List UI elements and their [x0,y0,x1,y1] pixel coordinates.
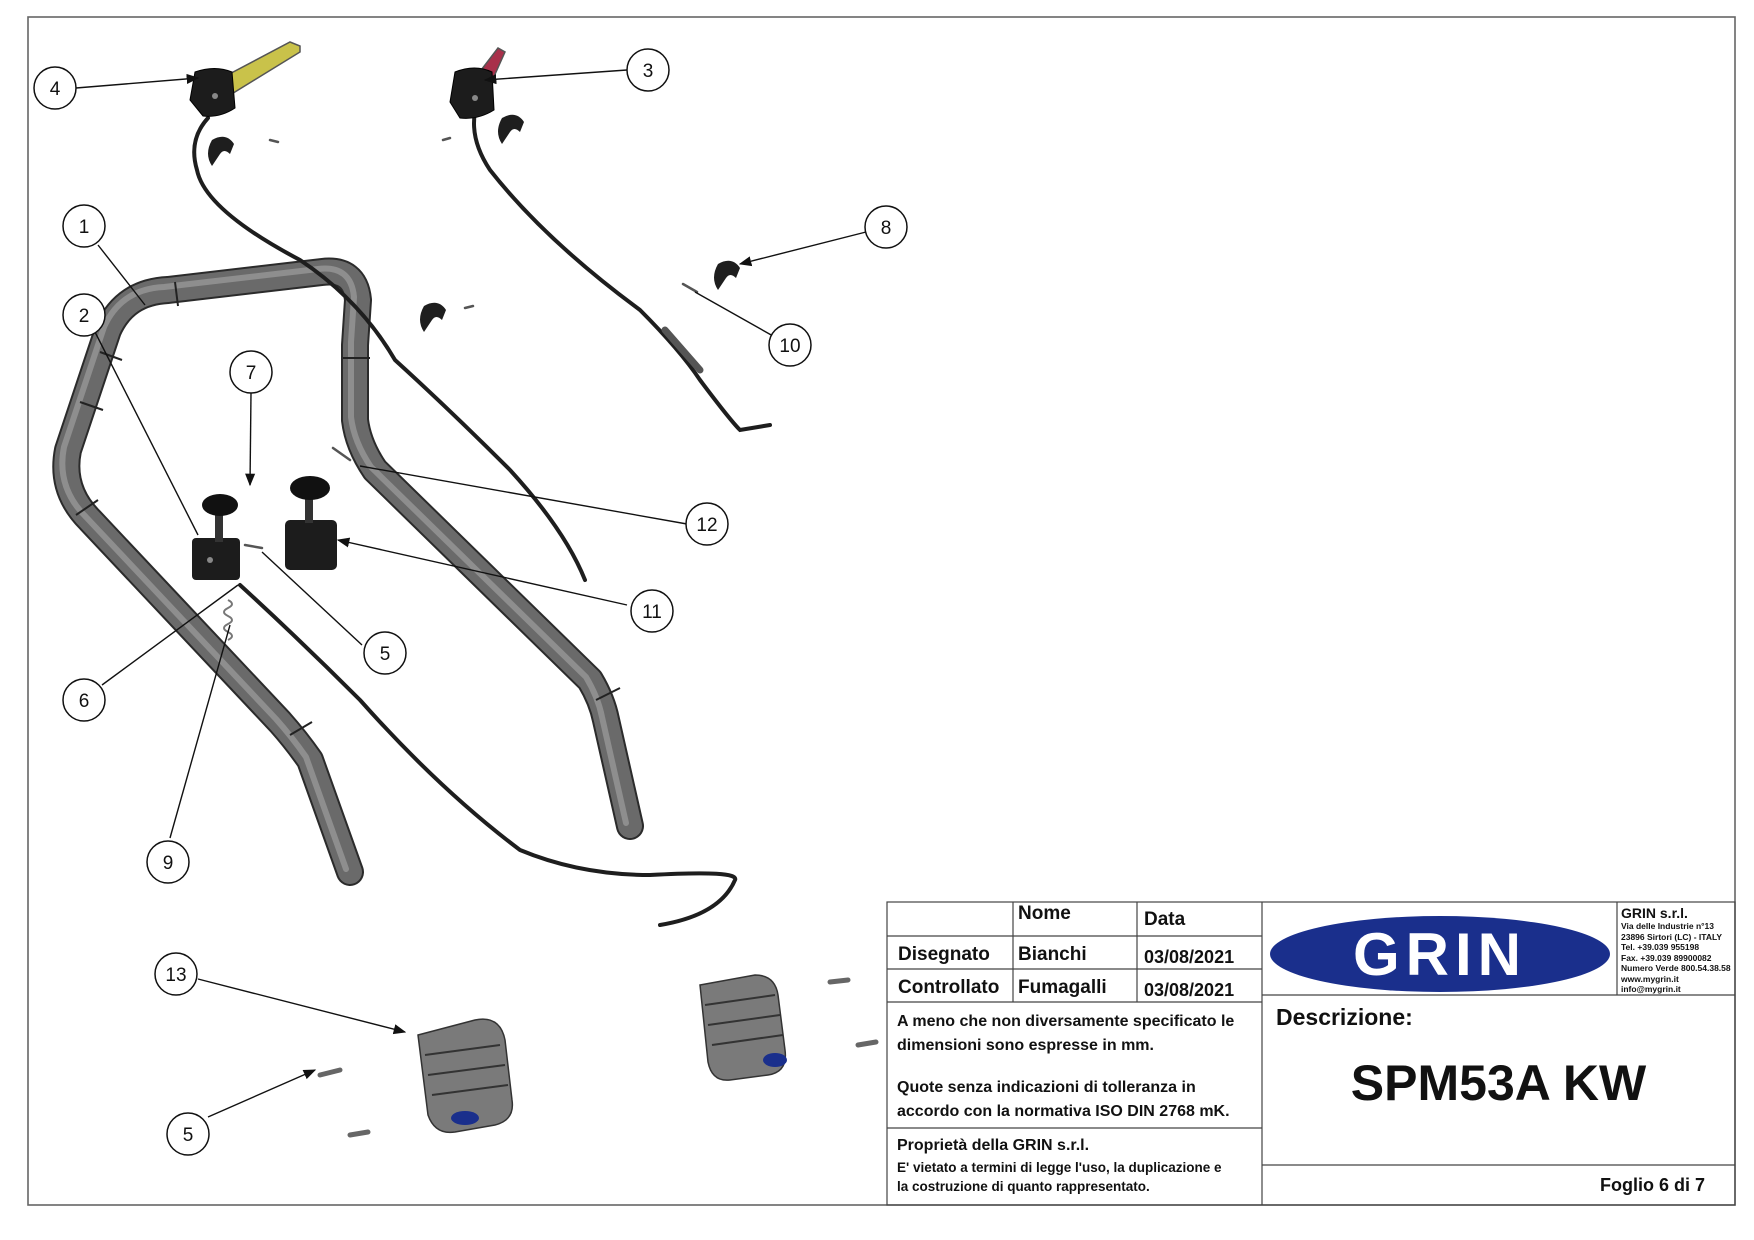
property-line1: E' vietato a termini di legge l'uso, la … [897,1160,1222,1175]
property-title: Proprietà della GRIN s.r.l. [897,1137,1090,1154]
note-tolerance: Quote senza indicazioni di tolleranza in… [897,1076,1262,1124]
company-name: GRIN s.r.l. [1621,905,1688,921]
callout-circle [62,678,106,722]
callout-circle [146,840,190,884]
company-web: www.mygrin.it [1621,973,1679,984]
callout-circle [62,204,106,248]
company-info: GRIN s.r.l. Via delle Industrie n°13 238… [1621,905,1735,995]
value-controllato-date: 03/08/2021 [1144,980,1235,1000]
callout-circle [62,293,106,337]
company-numero-verde: Numero Verde 800.54.38.58 [1621,963,1731,973]
title-block-frame [886,901,1736,1206]
company-fax: Fax. +39.039 89900082 [1621,952,1712,963]
callout-number: 1 [79,217,90,238]
note-tolerance-line2: accordo con la normativa ISO DIN 2768 mK… [897,1103,1230,1120]
descrizione-label: Descrizione: [1276,1004,1413,1030]
callout-number: 7 [246,363,257,384]
control-lever-red [449,47,506,119]
callout-number: 11 [642,602,662,623]
note-dimensions: A meno che non diversamente specificato … [897,1010,1262,1058]
callout-number: 9 [163,853,174,874]
callout-circle [363,631,407,675]
callout-number: 3 [643,61,654,82]
value-disegnato-date: 03/08/2021 [1144,947,1235,967]
knob-bracket-left [192,494,240,580]
company-email: info@mygrin.it [1621,984,1681,994]
callout-circle [768,323,812,367]
property-line2: la costruzione di quanto rappresentato. [897,1179,1150,1194]
callout-number: 6 [79,691,90,712]
handle-mount-bracket-left [417,1018,514,1134]
sheet-number: Foglio 6 di 7 [1600,1175,1706,1195]
callout-circle [229,350,273,394]
control-lever-yellow [189,41,301,117]
small-screws [243,136,699,550]
label-controllato: Controllato [898,977,1000,998]
label-disegnato: Disegnato [898,944,990,965]
header-data: Data [1144,909,1186,930]
callout-circle [166,1112,210,1156]
cable-adjuster [661,326,704,374]
callout-circle [630,589,674,633]
callout-number: 5 [380,644,391,665]
drawing-border [27,16,1736,1206]
callout-circle [626,48,670,92]
company-tel: Tel. +39.039 955198 [1621,942,1700,952]
value-controllato-name: Fumagalli [1018,977,1107,998]
bolts [317,977,879,1138]
callout-number: 2 [79,306,90,327]
handle-mount-bracket-right [699,974,787,1081]
callout-circle [685,502,729,546]
cables [192,110,772,927]
header-nome: Nome [1018,903,1071,924]
company-address2: 23896 Sirtori (LC) - ITALY [1621,931,1723,942]
property-notice: Proprietà della GRIN s.r.l. E' vietato a… [897,1134,1262,1196]
note-dimensions-line1: A meno che non diversamente specificato … [897,1013,1235,1030]
callout-number: 10 [779,336,800,357]
callout-number: 4 [50,79,61,100]
grin-logo: GRIN [1270,916,1610,992]
logo-text: GRIN [1353,921,1527,988]
knob-bracket-right [285,476,337,570]
spring [223,599,233,641]
callout-circle [154,952,198,996]
handle-tube [52,257,644,886]
note-dimensions-line2: dimensioni sono espresse in mm. [897,1037,1154,1054]
value-disegnato-name: Bianchi [1018,944,1087,965]
model-name: SPM53A KW [1350,1055,1647,1111]
company-address1: Via delle Industrie n°13 [1621,921,1714,931]
callout-circle [864,205,908,249]
cable-clips [208,114,740,332]
callout-number: 13 [165,965,186,986]
callout-number: 12 [696,515,717,536]
callout-circle [33,66,77,110]
note-tolerance-line1: Quote senza indicazioni di tolleranza in [897,1079,1196,1096]
leader-lines [75,69,867,1118]
callout-number: 8 [881,218,892,239]
callout-number: 5 [183,1125,194,1146]
